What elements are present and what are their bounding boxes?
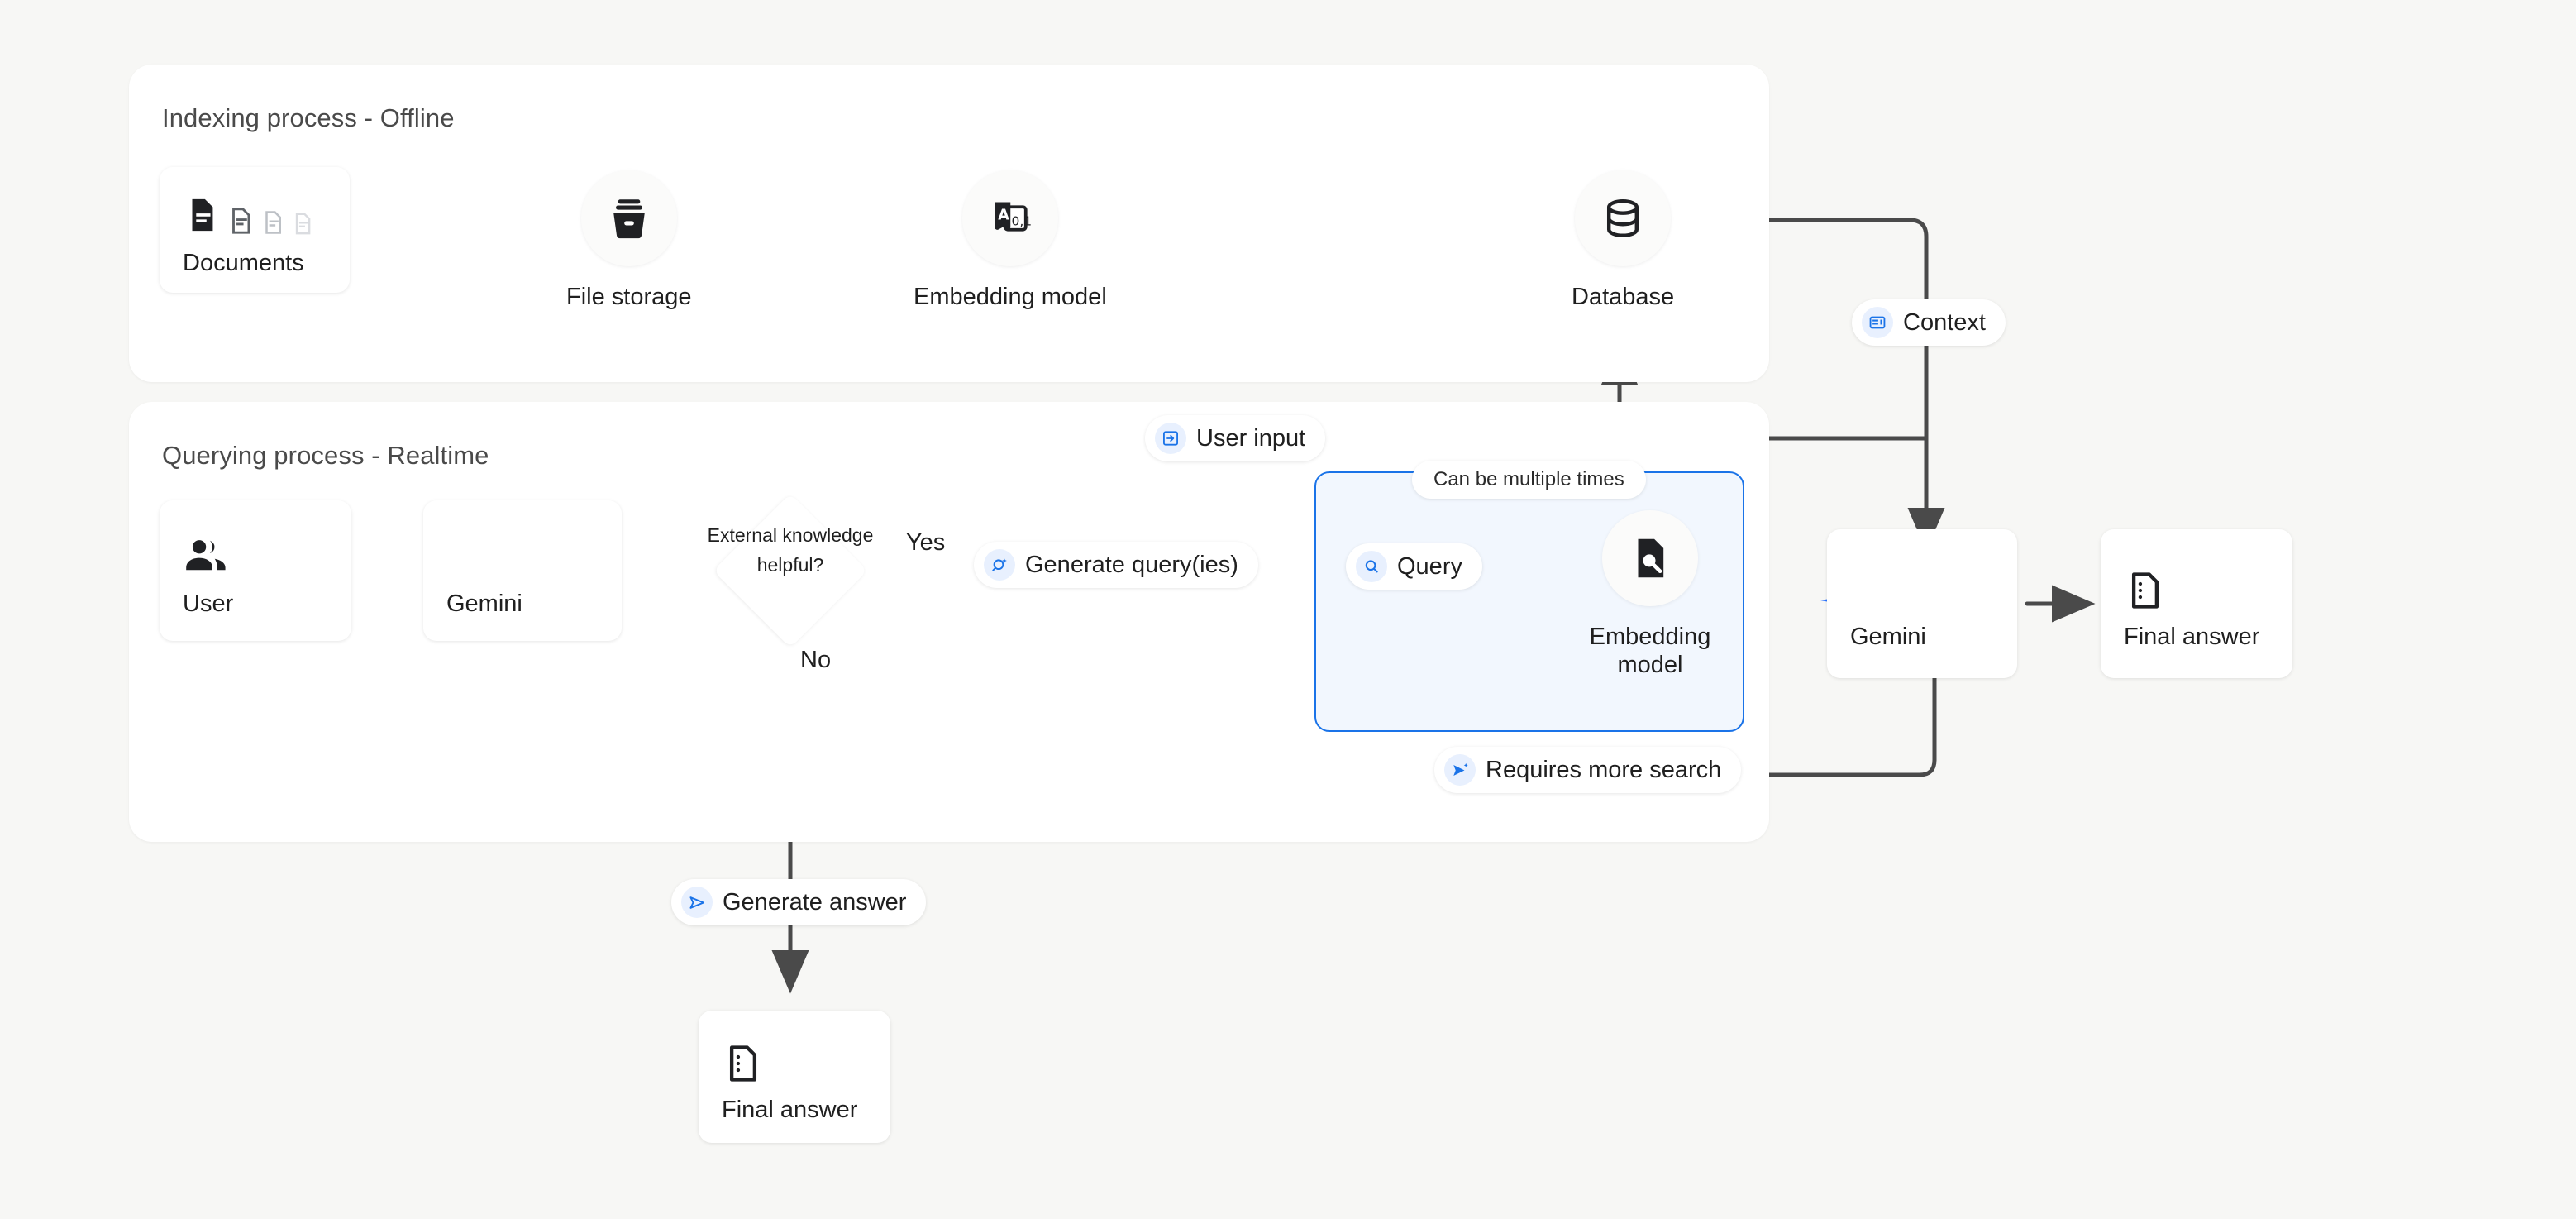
- node-database-label: Database: [1572, 284, 1675, 310]
- pill-generate-answer-label: Generate answer: [723, 888, 907, 915]
- embedding-model-icon: 0,1 A: [961, 170, 1058, 266]
- pill-requires-more-search-label: Requires more search: [1486, 756, 1722, 783]
- pill-requires-more-search[interactable]: Requires more search: [1434, 747, 1742, 793]
- pill-query-label: Query: [1397, 552, 1462, 580]
- panel-querying-title: Querying process - Realtime: [162, 441, 489, 470]
- svg-text:A: A: [998, 208, 1009, 224]
- document-search-icon: [1602, 510, 1698, 606]
- node-decision-label: External knowledge helpful?: [707, 524, 874, 576]
- search-icon: [1356, 551, 1387, 582]
- svg-text:0,1: 0,1: [1011, 213, 1032, 228]
- node-embedding-model[interactable]: 0,1 A Embedding model: [914, 170, 1107, 311]
- node-gemini-left[interactable]: Gemini: [423, 500, 622, 641]
- node-gemini-right[interactable]: Gemini: [1827, 529, 2017, 678]
- panel-indexing: [129, 65, 1769, 382]
- node-documents[interactable]: Documents: [160, 167, 350, 293]
- node-file-storage-label: File storage: [566, 284, 692, 310]
- node-gemini-right-label: Gemini: [1850, 623, 1926, 650]
- pill-can-be-multiple-times: Can be multiple times: [1412, 461, 1646, 499]
- node-gemini-left-label: Gemini: [446, 590, 522, 617]
- input-icon: [1155, 423, 1186, 454]
- database-icon: [1575, 170, 1672, 266]
- node-user[interactable]: User: [160, 500, 351, 641]
- node-user-label: User: [183, 590, 234, 617]
- node-database[interactable]: Database: [1572, 170, 1674, 311]
- pill-user-input-label: User input: [1196, 424, 1306, 452]
- node-file-storage[interactable]: File storage: [566, 170, 692, 311]
- pill-generate-answer[interactable]: Generate answer: [671, 879, 927, 925]
- edge-label-yes: Yes: [906, 529, 946, 556]
- pill-context[interactable]: Context: [1852, 299, 2006, 346]
- node-final-answer-bottom[interactable]: Final answer: [699, 1011, 890, 1143]
- pill-user-input[interactable]: User input: [1145, 415, 1326, 461]
- node-decision[interactable]: External knowledge helpful?: [708, 493, 873, 648]
- send-icon: [681, 887, 713, 918]
- context-icon: [1862, 307, 1893, 338]
- pill-can-be-multiple-times-label: Can be multiple times: [1433, 468, 1624, 490]
- gemini-icon: [1850, 559, 2017, 612]
- final-answer-icon: [722, 1032, 890, 1085]
- pill-generate-queries[interactable]: Generate query(ies): [974, 542, 1258, 588]
- pill-query[interactable]: Query: [1346, 543, 1482, 590]
- gemini-icon: [446, 526, 622, 579]
- node-final-answer-bottom-label: Final answer: [722, 1096, 858, 1123]
- panel-indexing-title: Indexing process - Offline: [162, 103, 455, 132]
- node-embedding-model-label: Embedding model: [914, 284, 1107, 310]
- node-final-answer-right-label: Final answer: [2124, 623, 2260, 650]
- user-icon: [183, 526, 351, 579]
- file-storage-icon: [580, 170, 677, 266]
- edge-label-no: No: [800, 647, 832, 673]
- node-documents-label: Documents: [183, 249, 304, 276]
- retrieval-loop-box: [1314, 471, 1744, 732]
- node-final-answer-right[interactable]: Final answer: [2101, 529, 2292, 678]
- final-answer-icon: [2124, 559, 2292, 612]
- pill-context-label: Context: [1903, 308, 1986, 336]
- pill-generate-queries-label: Generate query(ies): [1025, 551, 1238, 578]
- send-sparkle-icon: [1444, 754, 1476, 786]
- documents-icon: [183, 185, 350, 238]
- search-sparkle-icon: [984, 549, 1015, 581]
